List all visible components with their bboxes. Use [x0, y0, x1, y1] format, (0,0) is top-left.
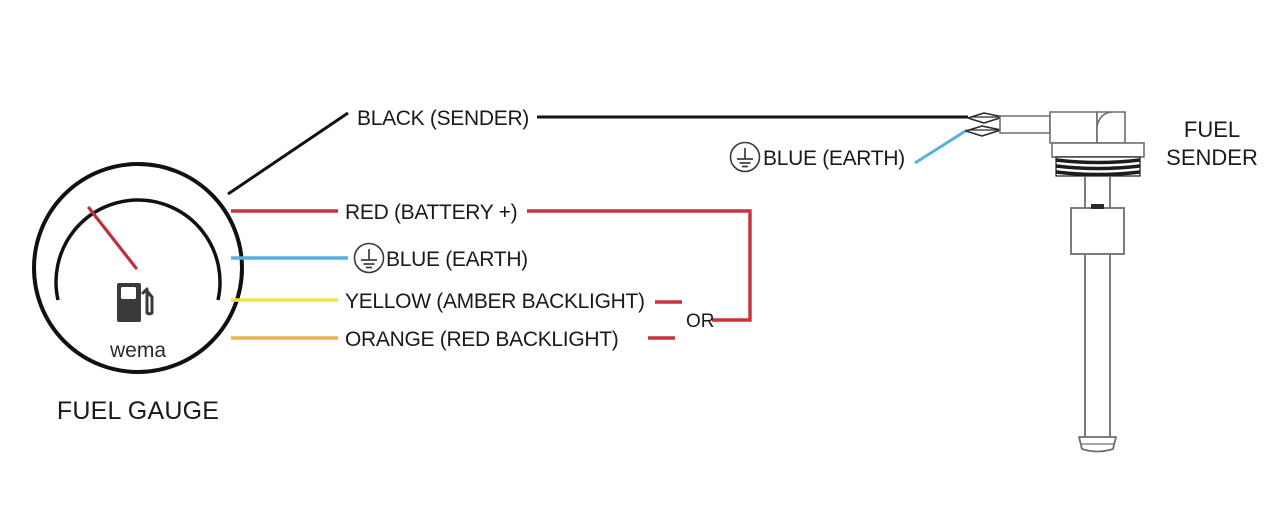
- sender-terminal-upper: [967, 112, 1004, 124]
- wire-blue-earth-sender-label: BLUE (EARTH): [763, 147, 905, 170]
- wire-orange-backlight-label: ORANGE (RED BACKLIGHT): [345, 328, 618, 351]
- sender-terminal-lower: [965, 125, 1002, 137]
- gauge-needle: [87, 206, 138, 270]
- wire-red-battery-run: [527, 209, 752, 322]
- fuel-sender-caption-line1: FUEL: [1184, 117, 1240, 142]
- wire-red-battery-group: RED (BATTERY +): [231, 201, 752, 322]
- sender-housing-cap-bevel: [1096, 111, 1113, 127]
- sender-body-housing: [1049, 111, 1098, 144]
- sender-connector-neck: [999, 115, 1051, 134]
- or-junction-label: OR: [686, 311, 715, 332]
- fuel-gauge-group: wema FUEL GAUGE: [32, 162, 244, 425]
- wire-orange-backlight-group: ORANGE (RED BACKLIGHT): [231, 328, 675, 351]
- gauge-bezel: [32, 162, 244, 374]
- fuel-gauge-caption: FUEL GAUGE: [57, 397, 219, 425]
- wire-black-sender-group: BLACK (SENDER): [227, 107, 968, 196]
- wire-blue-earth-sender-group: BLUE (EARTH): [729, 128, 968, 173]
- gauge-brand-label: wema: [109, 339, 166, 362]
- earth-symbol-icon-gauge: [353, 242, 385, 274]
- sender-thread-section: [1055, 156, 1141, 177]
- fuel-sender-caption-line2: SENDER: [1166, 145, 1258, 170]
- wire-black-sender-label: BLACK (SENDER): [357, 107, 529, 130]
- sender-flange-plate: [1051, 142, 1145, 158]
- wire-blue-earth-gauge-group: BLUE (EARTH): [231, 242, 528, 274]
- fuel-sender-group: FUEL SENDER: [965, 111, 1258, 453]
- wire-black-sender-leader: [227, 111, 349, 196]
- earth-symbol-icon-sender: [729, 141, 761, 173]
- wire-blue-earth-gauge-label: BLUE (EARTH): [386, 248, 528, 271]
- wire-yellow-backlight-label: YELLOW (AMBER BACKLIGHT): [345, 290, 645, 313]
- fuel-pump-icon: [117, 283, 154, 322]
- wire-red-battery-label: RED (BATTERY +): [345, 201, 517, 224]
- wire-blue-earth-sender-run: [914, 128, 968, 165]
- gauge-dial-arc: [54, 198, 222, 301]
- sender-float-block: [1070, 204, 1125, 255]
- wire-yellow-backlight-group: YELLOW (AMBER BACKLIGHT): [231, 290, 682, 313]
